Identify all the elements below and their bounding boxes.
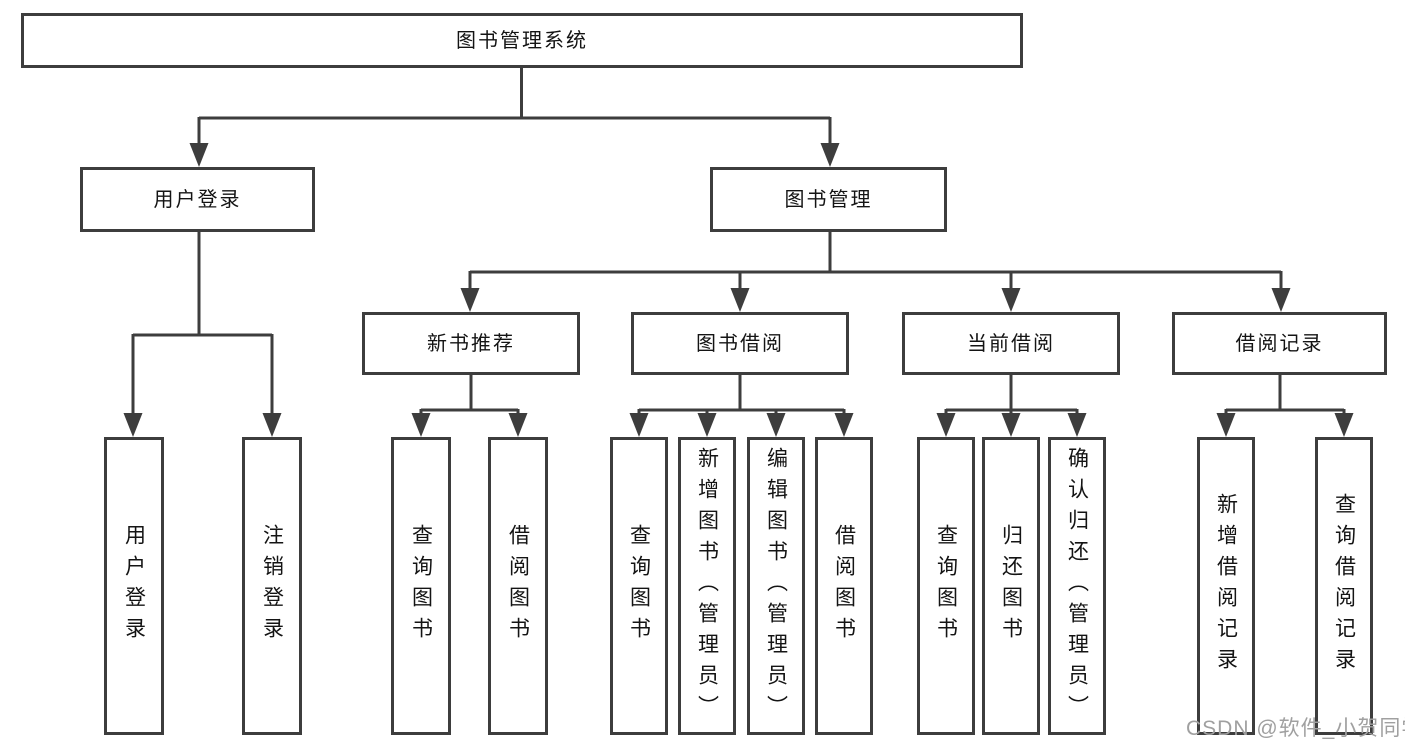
node-new-book-recommend: 新书推荐 <box>362 312 580 375</box>
node-root: 图书管理系统 <box>21 13 1023 68</box>
node-book-borrowing: 图书借阅 <box>631 312 849 375</box>
node-borrowing-record: 借阅记录 <box>1172 312 1387 375</box>
leaf-logout: 注销登录 <box>242 437 302 735</box>
node-user-login: 用户登录 <box>80 167 315 232</box>
leaf-current-query-book: 查询图书 <box>917 437 975 735</box>
leaf-recommend-query-book: 查询图书 <box>391 437 451 735</box>
leaf-record-add: 新增借阅记录 <box>1197 437 1255 735</box>
leaf-borrowing-edit-book-admin: 编辑图书（管理员） <box>747 437 805 735</box>
leaf-borrowing-add-book-admin: 新增图书（管理员） <box>678 437 736 735</box>
node-book-management: 图书管理 <box>710 167 947 232</box>
csdn-watermark: CSDN @软件_小贺同学 <box>1186 717 1405 740</box>
leaf-borrowing-query-book: 查询图书 <box>610 437 668 735</box>
leaf-record-query: 查询借阅记录 <box>1315 437 1373 735</box>
leaf-recommend-borrow-book: 借阅图书 <box>488 437 548 735</box>
leaf-user-login: 用户登录 <box>104 437 164 735</box>
node-current-borrowing: 当前借阅 <box>902 312 1120 375</box>
leaf-current-confirm-return-admin: 确认归还（管理员） <box>1048 437 1106 735</box>
leaf-borrowing-borrow-book: 借阅图书 <box>815 437 873 735</box>
leaf-current-return-book: 归还图书 <box>982 437 1040 735</box>
